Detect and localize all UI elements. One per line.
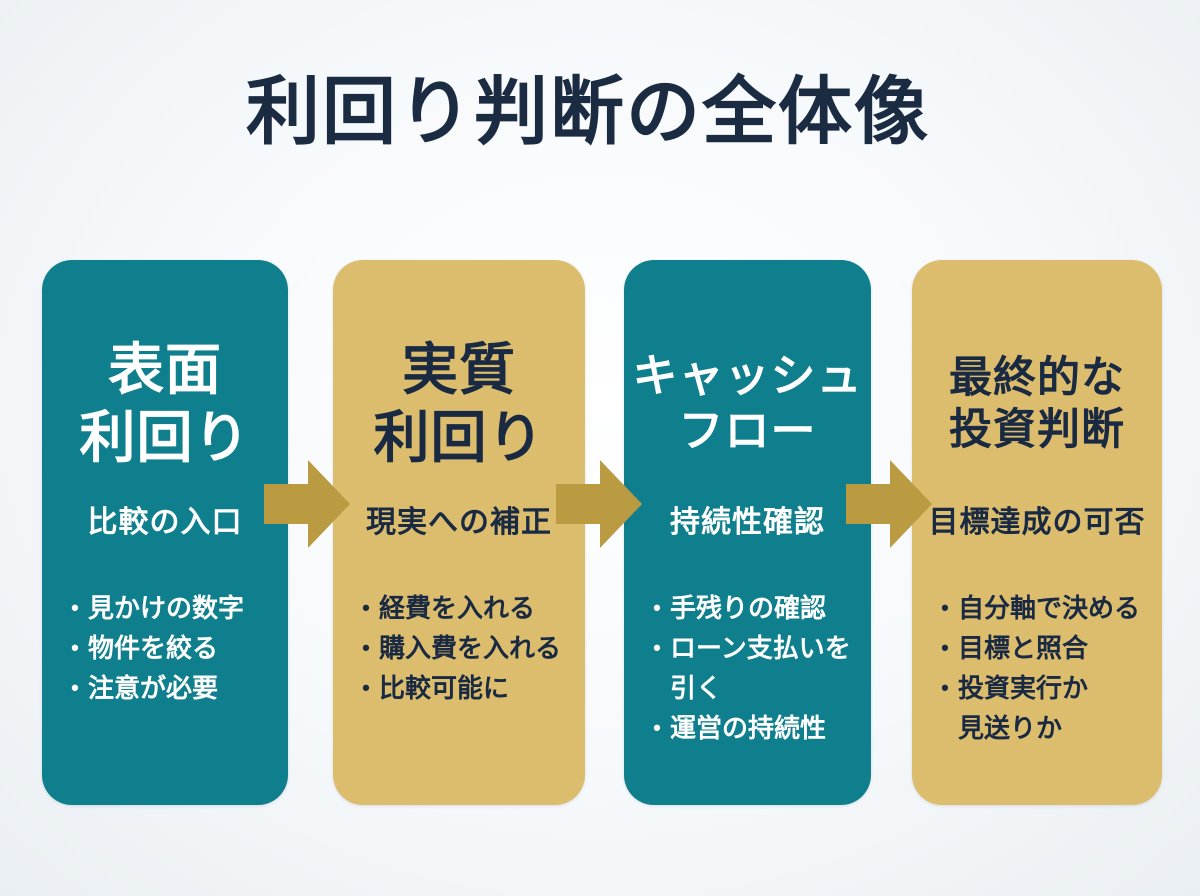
- step-card-final-decision: 最終的な 投資判断 目標達成の可否 • 自分軸で決める • 目標と照合 • 投資…: [912, 260, 1162, 805]
- bullet-item: • 比較可能に: [353, 668, 575, 708]
- bullet-dot: •: [653, 635, 661, 660]
- bullet-text: 比較可能に: [379, 673, 510, 703]
- card-title: 表面 利回り: [79, 337, 251, 469]
- bullet-item: • 物件を絞る: [62, 628, 278, 668]
- card-title: 最終的な 投資判断: [949, 353, 1125, 454]
- card-title: キャッシュ フロー: [632, 350, 863, 456]
- step-card-cash-flow: キャッシュ フロー 持続性確認 • 手残りの確認 • ローン支払いを 引く • …: [624, 260, 871, 805]
- bullet-text: 投資実行か 見送りか: [958, 673, 1089, 743]
- flow-arrow-icon: [264, 460, 350, 548]
- bullet-text: 注意が必要: [88, 673, 219, 703]
- card-subtitle: 比較の入口: [87, 506, 243, 539]
- bullet-text: 手残りの確認: [670, 593, 827, 623]
- bullet-item: • 運営の持続性: [644, 708, 861, 748]
- bullet-text: ローン支払いを 引く: [670, 633, 851, 703]
- bullet-item: • 投資実行か 見送りか: [932, 668, 1152, 748]
- bullet-list: • 見かけの数字 • 物件を絞る • 注意が必要: [62, 588, 278, 708]
- bullet-text: 物件を絞る: [88, 633, 219, 663]
- bullet-dot: •: [71, 595, 79, 620]
- bullet-list: • 経費を入れる • 購入費を入れる • 比較可能に: [353, 588, 575, 708]
- step-card-surface-yield: 表面 利回り 比較の入口 • 見かけの数字 • 物件を絞る • 注意が必要: [42, 260, 288, 805]
- bullet-item: • 見かけの数字: [62, 588, 278, 628]
- bullet-dot: •: [362, 595, 370, 620]
- bullet-text: 目標と照合: [958, 633, 1089, 663]
- bullet-item: • 手残りの確認: [644, 588, 861, 628]
- card-subtitle: 現実への補正: [366, 506, 552, 539]
- bullet-text: 自分軸で決める: [958, 593, 1141, 623]
- step-card-net-yield: 実質 利回り 現実への補正 • 経費を入れる • 購入費を入れる • 比較可能に: [333, 260, 585, 805]
- bullet-dot: •: [362, 635, 370, 660]
- bullet-dot: •: [941, 675, 949, 700]
- bullet-text: 運営の持続性: [670, 713, 827, 743]
- bullet-item: • 購入費を入れる: [353, 628, 575, 668]
- bullet-dot: •: [941, 635, 949, 660]
- card-title: 実質 利回り: [373, 337, 545, 469]
- bullet-list: • 自分軸で決める • 目標と照合 • 投資実行か 見送りか: [932, 588, 1152, 748]
- bullet-item: • 目標と照合: [932, 628, 1152, 668]
- card-subtitle: 持続性確認: [670, 506, 825, 539]
- bullet-item: • 経費を入れる: [353, 588, 575, 628]
- bullet-item: • ローン支払いを 引く: [644, 628, 861, 708]
- bullet-list: • 手残りの確認 • ローン支払いを 引く • 運営の持続性: [644, 588, 861, 748]
- bullet-item: • 自分軸で決める: [932, 588, 1152, 628]
- bullet-dot: •: [653, 595, 661, 620]
- bullet-dot: •: [362, 675, 370, 700]
- bullet-dot: •: [653, 715, 661, 740]
- bullet-item: • 注意が必要: [62, 668, 278, 708]
- bullet-text: 購入費を入れる: [379, 633, 562, 663]
- bullet-dot: •: [71, 675, 79, 700]
- flow-arrow-icon: [556, 460, 642, 548]
- page-title: 利回り判断の全体像: [246, 70, 930, 153]
- bullet-dot: •: [941, 595, 949, 620]
- bullet-dot: •: [71, 635, 79, 660]
- card-subtitle: 目標達成の可否: [928, 506, 1146, 539]
- bullet-text: 見かけの数字: [88, 593, 245, 623]
- flow-arrow-icon: [846, 460, 932, 548]
- bullet-text: 経費を入れる: [379, 593, 536, 623]
